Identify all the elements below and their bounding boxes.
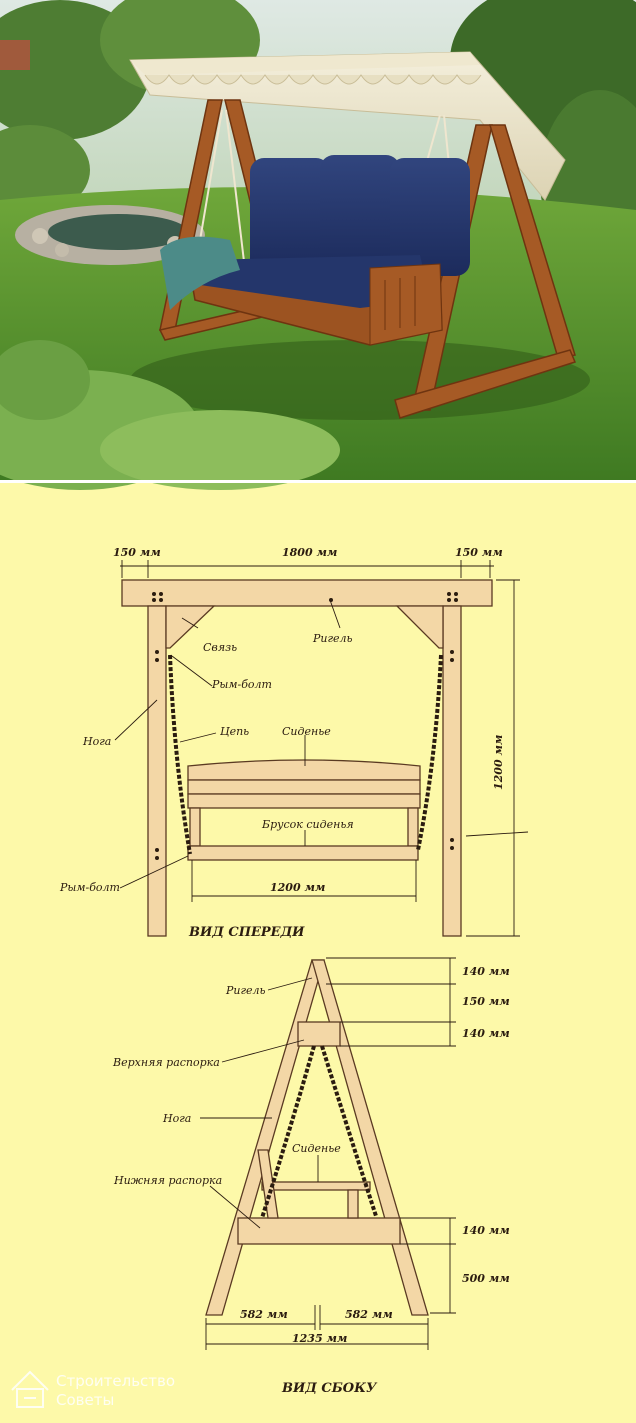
distant-house — [0, 40, 30, 70]
bolt-dots — [152, 592, 458, 860]
label-brace: Связь — [203, 641, 237, 654]
dim-bottom-2: 500 мм — [462, 1272, 510, 1285]
front-dimensions — [114, 560, 529, 937]
label-eye-bolt-bottom: Рым-болт — [59, 881, 120, 894]
dim-span: 1800 мм — [282, 546, 337, 559]
dim-half-right: 582 мм — [345, 1308, 393, 1321]
cushion — [250, 158, 330, 273]
label-eye-bolt-top: Рым-болт — [211, 678, 272, 691]
front-view-title: ВИД СПЕРЕДИ — [188, 925, 305, 940]
label-side-seat: Сиденье — [292, 1142, 341, 1155]
front-brace-left — [165, 605, 216, 649]
dim-height: 1200 мм — [492, 735, 505, 790]
canopy — [129, 51, 566, 201]
dim-seat-width: 1200 мм — [270, 881, 325, 894]
front-beam — [121, 579, 493, 607]
section-divider — [0, 480, 636, 483]
front-seat-bar — [187, 845, 419, 861]
dim-bottom-1: 140 мм — [462, 1224, 510, 1237]
watermark-line2: Советы — [56, 1391, 114, 1409]
label-upper-strut: Верхняя распорка — [112, 1056, 220, 1069]
side-view-drawing — [205, 959, 429, 1316]
side-leg-right — [311, 959, 429, 1316]
front-view-drawing — [121, 579, 493, 937]
side-chain-right — [320, 1045, 378, 1217]
front-brace-right — [395, 605, 444, 649]
dim-base: 1235 мм — [292, 1332, 347, 1345]
side-upper-strut — [297, 1021, 341, 1047]
watermark-line1: Строительство — [56, 1372, 175, 1390]
dim-top-1: 140 мм — [462, 965, 510, 978]
blanket — [160, 236, 240, 310]
garden-swing-photo — [0, 0, 636, 490]
tree-foliage — [0, 0, 636, 270]
swing-seat — [160, 155, 470, 346]
watermark: Строительство Советы — [11, 1370, 175, 1409]
house-logo-icon — [11, 1370, 49, 1408]
dim-top-3: 140 мм — [462, 1027, 510, 1040]
side-chain-left — [260, 1045, 316, 1219]
side-seat — [261, 1181, 371, 1191]
dim-right-overhang: 150 мм — [455, 546, 503, 559]
label-seat: Сиденье — [282, 725, 331, 738]
label-side-beam: Ригель — [225, 984, 266, 997]
front-seat-back — [187, 759, 421, 781]
label-beam: Ригель — [312, 632, 353, 645]
side-leg-left — [205, 959, 325, 1316]
foreground-plants — [0, 340, 340, 490]
label-side-leg: Нога — [162, 1112, 191, 1125]
chain-right — [416, 654, 443, 851]
dim-half-left: 582 мм — [240, 1308, 288, 1321]
side-lower-strut — [237, 1217, 401, 1245]
label-lower-strut: Нижняя распорка — [113, 1174, 222, 1187]
side-dimensions — [200, 957, 456, 1350]
side-view-title: ВИД СБОКУ — [281, 1381, 378, 1396]
chain-left — [168, 654, 192, 855]
label-chain: Цепь — [220, 725, 249, 738]
front-leg-left — [147, 605, 167, 937]
dim-top-2: 150 мм — [462, 995, 510, 1008]
front-chains — [168, 654, 443, 855]
dim-left-overhang: 150 мм — [113, 546, 161, 559]
label-seat-bar: Брусок сиденья — [261, 818, 354, 831]
label-leg: Нога — [82, 735, 111, 748]
front-leg-right — [442, 605, 462, 937]
side-chains — [260, 1045, 378, 1219]
